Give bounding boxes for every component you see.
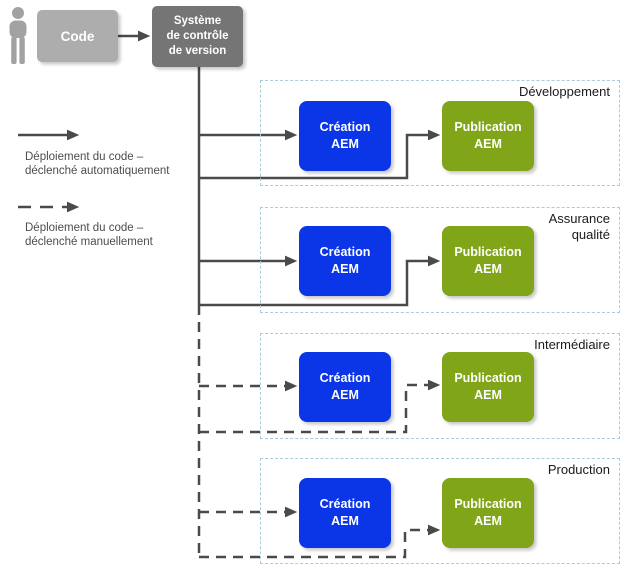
aem-publish-label: Publication AEM <box>454 371 522 402</box>
person-icon <box>9 7 27 64</box>
code-label: Code <box>60 28 95 44</box>
aem-publish-box: Publication AEM <box>442 226 534 296</box>
env-section-developpement: Développement Création AEM Publication A… <box>260 80 620 186</box>
aem-publish-label: Publication AEM <box>454 497 522 528</box>
version-control-box: Système de contrôle de version <box>152 6 243 67</box>
arrow-publish-intermediaire <box>199 379 441 434</box>
aem-publish-box: Publication AEM <box>442 478 534 548</box>
env-label: Développement <box>518 84 610 99</box>
aem-publish-box: Publication AEM <box>442 352 534 422</box>
aem-publish-label: Publication AEM <box>454 245 522 276</box>
aem-author-label: Création AEM <box>319 120 371 151</box>
aem-author-label: Création AEM <box>319 245 371 276</box>
env-label: Intermédiaire <box>534 337 610 352</box>
legend-solid-label: Déploiement du code – déclenché automati… <box>25 151 170 177</box>
aem-author-label: Création AEM <box>319 371 371 402</box>
env-section-assurance-qualite: Assurance qualité Création AEM Publicati… <box>260 207 620 313</box>
aem-publish-label: Publication AEM <box>454 120 522 151</box>
aem-author-box: Création AEM <box>299 101 391 171</box>
aem-author-box: Création AEM <box>299 226 391 296</box>
env-label: Assurance qualité <box>548 211 610 243</box>
arrow-publish-production <box>199 524 441 559</box>
env-label: Production <box>547 462 610 477</box>
legend-dashed-label: Déploiement du code – déclenché manuelle… <box>25 222 153 248</box>
aem-author-label: Création AEM <box>319 497 371 528</box>
aem-author-box: Création AEM <box>299 352 391 422</box>
env-section-intermediaire: Intermédiaire Création AEM Publication A… <box>260 333 620 439</box>
arrow-publish-assurance-qualite <box>199 255 441 307</box>
env-section-production: Production Création AEM Publication AEM <box>260 458 620 564</box>
aem-publish-box: Publication AEM <box>442 101 534 171</box>
version-control-label: Système de contrôle de version <box>166 15 229 57</box>
arrow-publish-developpement <box>199 129 441 180</box>
aem-author-box: Création AEM <box>299 478 391 548</box>
code-box: Code <box>37 10 118 62</box>
